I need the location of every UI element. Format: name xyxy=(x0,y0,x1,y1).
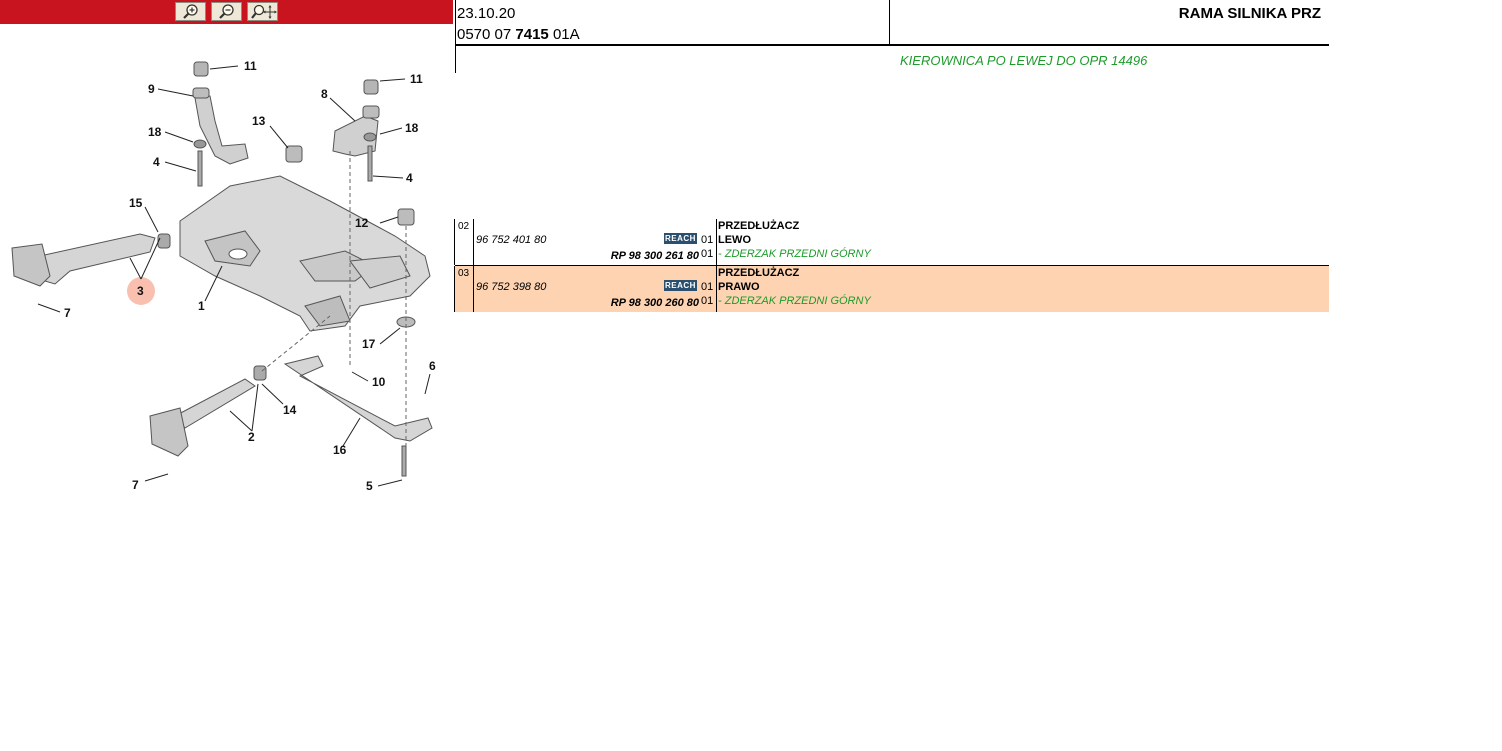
callout-17[interactable]: 17 xyxy=(362,337,376,351)
callout-8[interactable]: 8 xyxy=(321,87,328,101)
row-border xyxy=(454,266,455,312)
assembly-lines xyxy=(261,151,407,446)
extension-bar-left xyxy=(11,233,171,287)
part-position: 02 xyxy=(458,221,470,232)
zoom-out-icon xyxy=(219,4,234,19)
header-rule xyxy=(455,44,1329,46)
extension-bar-right xyxy=(149,365,267,457)
header-left-border xyxy=(455,0,456,73)
page-title: RAMA SILNIKA PRZ xyxy=(1178,5,1321,22)
part-reference[interactable]: 96 752 401 80 xyxy=(476,234,547,246)
col-divider xyxy=(716,266,717,312)
callout-leaders xyxy=(37,65,431,487)
callout-14[interactable]: 14 xyxy=(283,403,297,417)
callout-11-left[interactable]: 11 xyxy=(244,59,257,73)
code-suffix: 01A xyxy=(552,26,580,43)
applicability-note: KIEROWNICA PO LEWEJ DO OPR 14496 xyxy=(900,53,1148,68)
part-reference[interactable]: 96 752 398 80 xyxy=(476,281,547,293)
callout-4-right[interactable]: 4 xyxy=(406,171,413,185)
engine-frame-diagram: 11 9 18 4 13 15 3 7 1 8 11 18 4 12 17 10… xyxy=(11,59,436,493)
replacement-part-number[interactable]: RP 98 300 260 80 xyxy=(610,297,699,309)
callout-1[interactable]: 1 xyxy=(198,299,205,313)
callout-7-left[interactable]: 7 xyxy=(64,306,71,320)
replacement-qty: 01 xyxy=(701,248,714,260)
part-qty: 01 xyxy=(701,234,714,246)
mount-bracket-right xyxy=(332,79,380,182)
part-qty: 01 xyxy=(701,281,714,293)
callout-5[interactable]: 5 xyxy=(366,479,373,493)
code-prefix: 0570 07 xyxy=(457,26,512,43)
callout-3[interactable]: 3 xyxy=(137,284,144,298)
catalog-header: 23.10.20 0570 07 7415 01A RAMA SILNIKA P… xyxy=(455,0,1329,73)
callout-11-right[interactable]: 11 xyxy=(410,72,423,86)
row-border xyxy=(454,219,455,265)
part-side: LEWO xyxy=(718,234,751,246)
callout-18-left[interactable]: 18 xyxy=(148,125,162,139)
reach-badge: REACH xyxy=(664,233,697,244)
zoom-pan-icon xyxy=(251,4,277,19)
callout-9[interactable]: 9 xyxy=(148,82,155,96)
callout-4-left[interactable]: 4 xyxy=(153,155,160,169)
part-row-selected[interactable]: 03 96 752 398 80 REACH 01 RP 98 300 260 … xyxy=(454,265,1329,312)
reach-badge: REACH xyxy=(664,280,697,291)
stabilizer-bar xyxy=(283,355,433,477)
part-usage: - ZDERZAK PRZEDNI GÓRNY xyxy=(718,248,871,260)
callout-7-right[interactable]: 7 xyxy=(132,478,139,492)
diagram-toolbar xyxy=(0,0,453,24)
header-divider xyxy=(889,0,890,44)
catalog-date: 23.10.20 xyxy=(457,5,516,22)
part-side: PRAWO xyxy=(718,281,760,293)
parts-diagram[interactable]: 11 9 18 4 13 15 3 7 1 8 11 18 4 12 17 10… xyxy=(0,26,453,496)
callout-2[interactable]: 2 xyxy=(248,430,255,444)
callout-6[interactable]: 6 xyxy=(429,359,436,373)
zoom-in-icon xyxy=(183,4,198,19)
part-usage: - ZDERZAK PRZEDNI GÓRNY xyxy=(718,295,871,307)
col-divider xyxy=(473,219,474,265)
part-name: PRZEDŁUŻACZ xyxy=(718,267,800,279)
part-name: PRZEDŁUŻACZ xyxy=(718,220,800,232)
callout-labels: 11 9 18 4 13 15 3 7 1 8 11 18 4 12 17 10… xyxy=(64,59,436,493)
part-position: 03 xyxy=(458,268,470,279)
replacement-qty: 01 xyxy=(701,295,714,307)
code-bold: 7415 xyxy=(515,26,549,43)
parts-list: 02 96 752 401 80 REACH 01 RP 98 300 261 … xyxy=(454,219,1329,312)
col-divider xyxy=(716,219,717,265)
subframe-drawing xyxy=(179,175,431,332)
zoom-in-button[interactable] xyxy=(175,2,206,21)
mount-bracket-left xyxy=(192,61,249,187)
replacement-part-number[interactable]: RP 98 300 261 80 xyxy=(610,250,699,262)
catalog-code: 0570 07 7415 01A xyxy=(457,26,580,43)
callout-18-right[interactable]: 18 xyxy=(405,121,419,135)
zoom-pan-button[interactable] xyxy=(247,2,278,21)
part-row[interactable]: 02 96 752 401 80 REACH 01 RP 98 300 261 … xyxy=(454,219,1329,265)
callout-13[interactable]: 13 xyxy=(252,114,266,128)
callout-10[interactable]: 10 xyxy=(372,375,386,389)
callout-12[interactable]: 12 xyxy=(355,216,369,230)
zoom-out-button[interactable] xyxy=(211,2,242,21)
col-divider xyxy=(473,266,474,312)
callout-15[interactable]: 15 xyxy=(129,196,143,210)
callout-highlight xyxy=(127,277,155,305)
callout-16[interactable]: 16 xyxy=(333,443,347,457)
